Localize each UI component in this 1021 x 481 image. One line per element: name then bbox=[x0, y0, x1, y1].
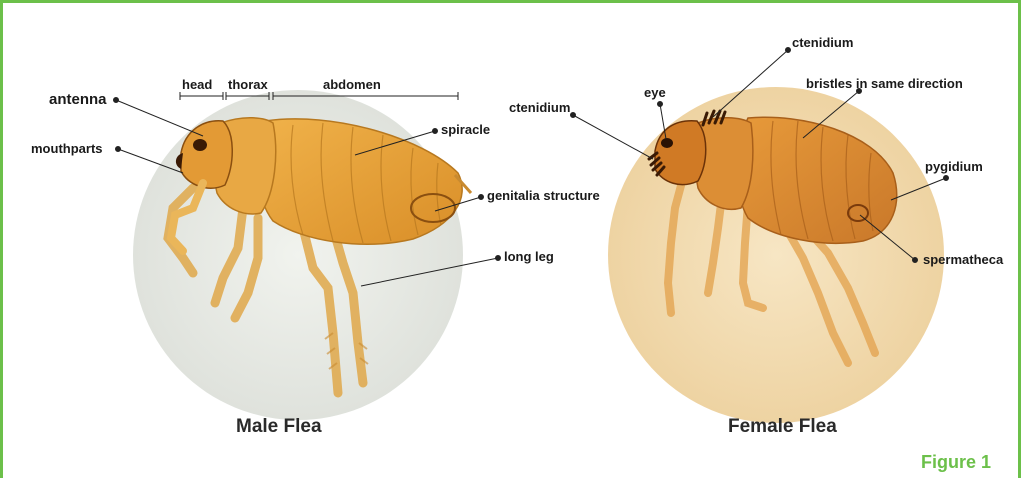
label-antenna: antenna bbox=[49, 91, 107, 108]
caption-male-flea: Male Flea bbox=[236, 416, 322, 438]
label-long-leg: long leg bbox=[504, 249, 554, 264]
label-abdomen: abdomen bbox=[323, 77, 381, 92]
label-eye: eye bbox=[644, 85, 666, 100]
label-thorax: thorax bbox=[228, 77, 268, 92]
flea-illustration bbox=[3, 3, 1018, 481]
label-head: head bbox=[182, 77, 212, 92]
label-spermatheca: spermatheca bbox=[923, 252, 1003, 267]
label-genitalia-structure: genitalia structure bbox=[487, 188, 600, 203]
label-mouthparts: mouthparts bbox=[31, 141, 103, 156]
label-ctenidium-top: ctenidium bbox=[792, 35, 853, 50]
figure-number: Figure 1 bbox=[921, 452, 991, 473]
label-ctenidium-left: ctenidium bbox=[509, 100, 570, 115]
label-pygidium: pygidium bbox=[925, 159, 983, 174]
label-bristles: bristles in same direction bbox=[806, 76, 963, 91]
label-spiracle: spiracle bbox=[441, 122, 490, 137]
caption-female-flea: Female Flea bbox=[728, 416, 837, 438]
